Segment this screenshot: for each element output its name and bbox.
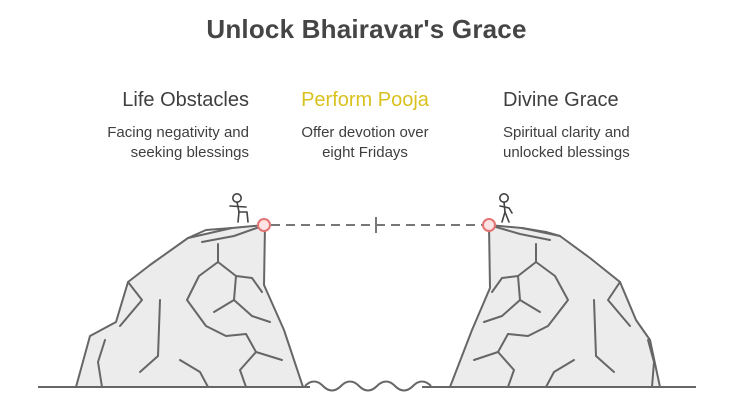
column-heading: Divine Grace: [503, 89, 619, 111]
right-marker: [482, 218, 496, 232]
left-marker: [257, 218, 271, 232]
description-line: eight Fridays: [322, 144, 408, 161]
description-line: Spiritual clarity and: [503, 124, 630, 141]
description-line: unlocked blessings: [503, 144, 630, 161]
description-line: Facing negativity and: [107, 124, 249, 141]
person-standing-icon: [498, 193, 513, 223]
description-line: seeking blessings: [130, 144, 249, 161]
column-perform-pooja: Perform Pooja Offer devotion over eight …: [265, 88, 465, 163]
column-description: Facing negativity and seeking blessings: [29, 123, 249, 163]
column-heading: Life Obstacles: [122, 89, 249, 111]
page-title: Unlock Bhairavar's Grace: [206, 14, 527, 44]
water-waves: [304, 380, 432, 392]
column-description: Spiritual clarity and unlocked blessings: [503, 123, 723, 163]
description-line: Offer devotion over: [301, 124, 429, 141]
person-sitting-icon: [229, 193, 249, 223]
column-divine-grace: Divine Grace Spiritual clarity and unloc…: [503, 88, 723, 163]
column-heading: Perform Pooja: [301, 89, 429, 111]
left-cliff: [75, 224, 304, 388]
dashed-path: [271, 217, 483, 233]
column-description: Offer devotion over eight Fridays: [265, 123, 465, 163]
column-life-obstacles: Life Obstacles Facing negativity and see…: [29, 88, 249, 163]
right-cliff: [449, 224, 661, 388]
